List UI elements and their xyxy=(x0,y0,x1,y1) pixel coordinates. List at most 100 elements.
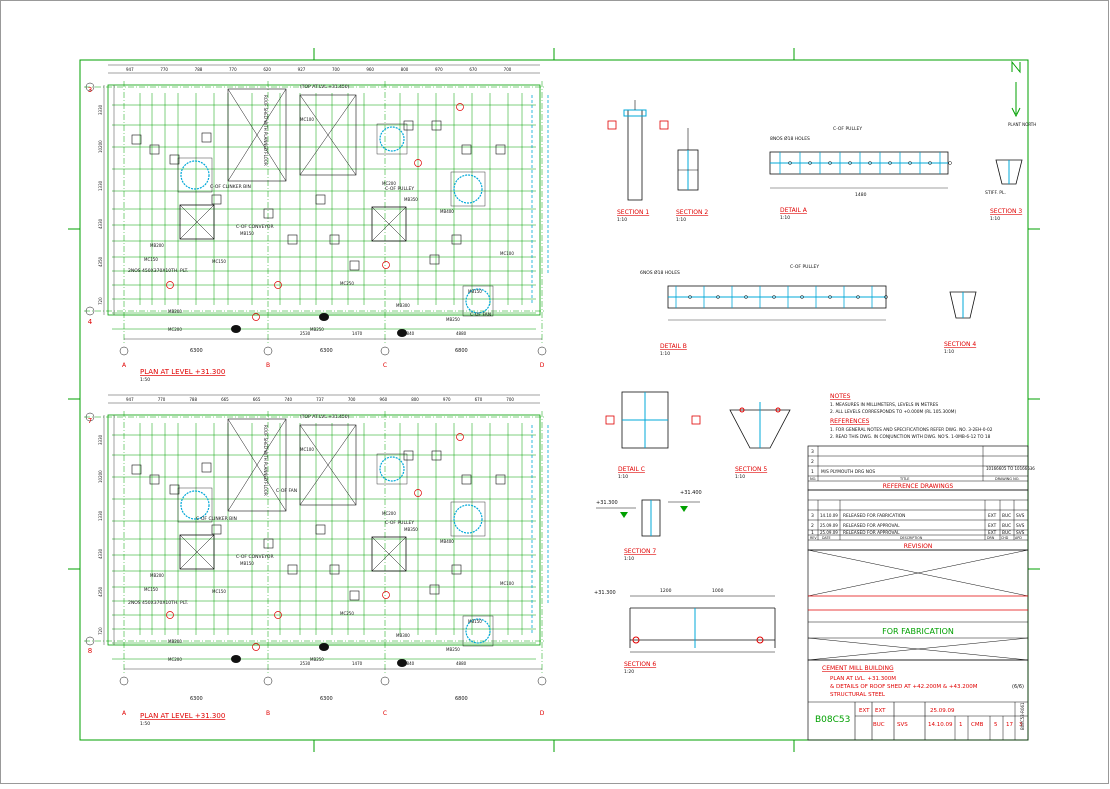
detail-b-sketch xyxy=(667,285,888,321)
plan-scale: 1:50 xyxy=(140,377,150,383)
column-square xyxy=(149,144,160,155)
column-square xyxy=(131,134,142,145)
detail-label: SECTION 1 xyxy=(617,209,649,216)
cog-label: C-OF CONVEYOR xyxy=(236,554,274,560)
rev-chk: BUC xyxy=(1002,523,1011,529)
opening-frame xyxy=(177,157,213,193)
opening-frame xyxy=(462,615,494,647)
bolt-hole xyxy=(928,161,932,165)
member-label: MB150 xyxy=(240,231,254,236)
ref-col-header: DRAWING NO. xyxy=(995,477,1019,481)
span-dim: 6800 xyxy=(455,348,468,354)
member-label: MB250 xyxy=(446,317,460,322)
roof-shed-cross xyxy=(227,418,287,512)
fill-blob xyxy=(319,313,329,321)
ref-caption: REFERENCE DRAWINGS xyxy=(883,483,954,490)
opening-frame xyxy=(177,487,213,523)
dim-text: 4350 xyxy=(98,586,103,597)
dim-text: 3330 xyxy=(98,434,103,445)
grid-bubble xyxy=(537,676,547,686)
dim-text: 1470 xyxy=(352,331,363,336)
status-stamp: FOR FABRICATION xyxy=(882,627,954,636)
dim-text: 700 xyxy=(504,67,512,72)
grid-col-label: C xyxy=(383,362,387,369)
member-label: MC150 xyxy=(212,259,226,264)
grid-row-label: 8 xyxy=(88,647,92,655)
details-area: SECTION 1 1:10 SECTION 2 1:10 8NOS Ø18 H… xyxy=(594,60,1036,675)
date-released: 14.10.09 xyxy=(928,722,953,728)
detail-label: SECTION 6 xyxy=(624,661,656,668)
reference-item: 1. FOR GENERAL NOTES AND SPECIFICATIONS … xyxy=(830,427,993,433)
section-marker xyxy=(414,489,422,497)
member-label: MB200 xyxy=(168,309,182,314)
bolt-hole xyxy=(888,161,892,165)
rev-chk: BUC xyxy=(1002,530,1011,536)
reference-drawings-table: 3 2 1 M/S PLYMOUTH DRG NOS 10166605 TO 1… xyxy=(807,445,1035,491)
column-square xyxy=(451,234,462,245)
span-dim: 6300 xyxy=(190,348,203,354)
grid-col-label: B xyxy=(266,710,270,717)
member-label: MC200 xyxy=(168,657,182,662)
member-label: MB350 xyxy=(404,197,418,202)
side-code: B08C53-R061 xyxy=(1020,702,1025,730)
level-tag: +31.400 xyxy=(680,490,702,496)
title-block: CEMENT MILL BUILDING PLAN AT LVL. +31.30… xyxy=(807,659,1029,741)
roof-shed-outline xyxy=(227,418,287,512)
ref-row-no: 1 xyxy=(811,469,814,475)
member-label: MB400 xyxy=(440,539,454,544)
member-label: MC100 xyxy=(300,447,314,452)
section-marker xyxy=(382,261,390,269)
bolt-hole xyxy=(744,295,748,299)
dim-text: 2530 xyxy=(300,661,311,666)
column-square xyxy=(329,234,340,245)
member-label: MB200 xyxy=(150,573,164,578)
grid-bubble xyxy=(119,346,129,356)
bolt-hole xyxy=(828,161,832,165)
checked-by: BUC xyxy=(873,722,885,728)
dim-text: 1330 xyxy=(98,180,103,191)
dim-text: 970 xyxy=(435,67,443,72)
detail-scale: 1:10 xyxy=(780,215,790,221)
column-square xyxy=(461,474,472,485)
detail-scale: 1:10 xyxy=(624,556,634,562)
member-label: MC150 xyxy=(144,587,158,592)
dim-text: 4880 xyxy=(456,661,467,666)
rev-no: 2 xyxy=(811,523,814,529)
span-dim: 6300 xyxy=(190,696,203,702)
opening-frame xyxy=(450,171,486,207)
opening-frame xyxy=(462,285,494,317)
dim-text: 970 xyxy=(443,397,451,402)
cog-label: C-OF FAN xyxy=(470,312,491,318)
grid-bubble xyxy=(119,676,129,686)
dim-text: 737 xyxy=(316,397,324,402)
section-marker xyxy=(456,433,464,441)
bolt-hole xyxy=(908,161,912,165)
member-label: MC100 xyxy=(500,581,514,586)
grid-bubble xyxy=(380,676,390,686)
plan-outline xyxy=(107,414,541,646)
opening-frame xyxy=(376,453,408,485)
ref-row-title: M/S PLYMOUTH DRG NOS xyxy=(821,469,875,475)
dwg-code: 17 xyxy=(1006,722,1013,728)
equipment-frame xyxy=(179,534,215,570)
grid-col-label: D xyxy=(540,362,545,369)
roof-shed-outline xyxy=(299,424,357,506)
dim-text: 788 xyxy=(195,67,203,72)
grid-col-label: A xyxy=(122,710,127,717)
dim-text: 10200 xyxy=(98,470,103,483)
member-label: MC250 xyxy=(340,611,354,616)
fill-blob xyxy=(231,325,241,333)
section-1-sketch xyxy=(607,100,669,201)
north-caption: PLANT NORTH xyxy=(1008,122,1036,127)
rev-no: 3 xyxy=(811,513,814,519)
column-square xyxy=(461,144,472,155)
fill-blob xyxy=(319,643,329,651)
dim-text: 670 xyxy=(475,397,483,402)
ref-row-no: 2 xyxy=(811,459,814,465)
column-square xyxy=(431,450,442,461)
member-label: MB300 xyxy=(396,633,410,638)
column-square xyxy=(211,194,222,205)
column-square xyxy=(201,132,212,143)
member-label: MB200 xyxy=(150,243,164,248)
column-square xyxy=(495,144,506,155)
